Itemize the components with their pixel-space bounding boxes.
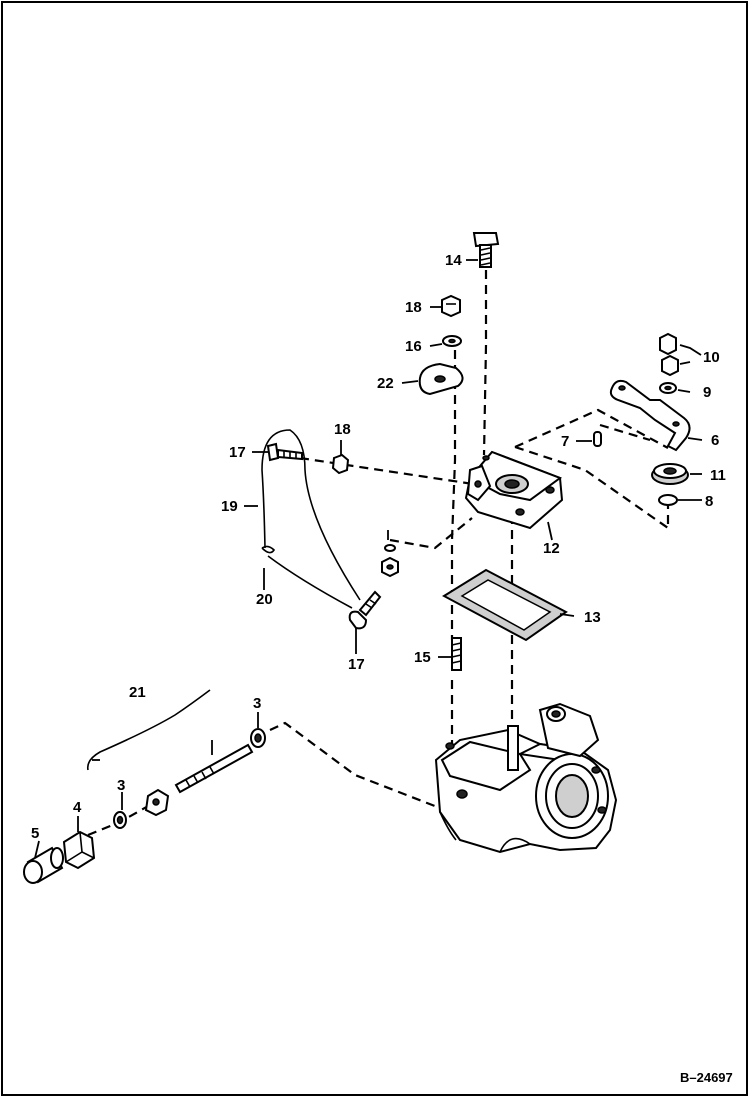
callout-16: 16 [405,338,422,355]
part-18-nut-small [331,453,350,475]
callout-17-bottom: 17 [348,656,365,673]
callout-21: 21 [129,684,146,701]
callout-14: 14 [445,252,462,269]
part-11-bushing [651,463,689,485]
part-3-washer-left [113,811,127,829]
part-12-housing [464,450,564,530]
part-6-lever [609,379,691,452]
callout-18-top: 18 [405,299,422,316]
callout-10: 10 [703,349,720,366]
callout-4: 4 [73,799,82,816]
callout-11: 11 [710,467,726,484]
part-nut-mid [381,544,399,578]
part-4-hex-coupler [62,830,96,870]
figure-id: B–24697 [680,1070,733,1085]
leader-lines [34,259,703,859]
callout-7: 7 [561,433,569,450]
callout-13: 13 [584,609,601,626]
callout-5: 5 [31,825,39,842]
part-18-nut [441,294,461,318]
callouts: 14 18 16 22 10 9 7 6 11 8 17 18 19 12 20… [31,252,726,842]
throttle-body [434,702,618,854]
callout-3-right: 3 [253,695,261,712]
callout-22: 22 [377,375,394,392]
part-7-key [593,431,602,447]
callout-9: 9 [703,384,711,401]
part-14-bolt [472,232,500,268]
part-10-nuts [659,332,679,377]
part-3-washer-right [250,728,266,748]
part-17-bolt-top [266,442,303,462]
part-21-cable [86,689,211,771]
part-threaded-rod [174,743,254,794]
part-5-cap [23,846,64,884]
part-8-oring [658,494,678,506]
callout-18-left: 18 [334,421,351,438]
callout-19: 19 [221,498,238,515]
callout-6: 6 [711,432,719,449]
callout-15: 15 [414,649,431,666]
part-22-plate [418,362,464,396]
part-15-stud [451,637,462,671]
part-19-rod [261,429,361,609]
part-13-gasket [442,568,568,642]
callout-12: 12 [543,540,560,557]
part-nut-coupler [144,788,170,817]
part-17-bolt-bottom [348,590,382,630]
callout-8: 8 [705,493,713,510]
callout-20: 20 [256,591,273,608]
callout-17-top: 17 [229,444,246,461]
callout-3-left: 3 [117,777,125,794]
